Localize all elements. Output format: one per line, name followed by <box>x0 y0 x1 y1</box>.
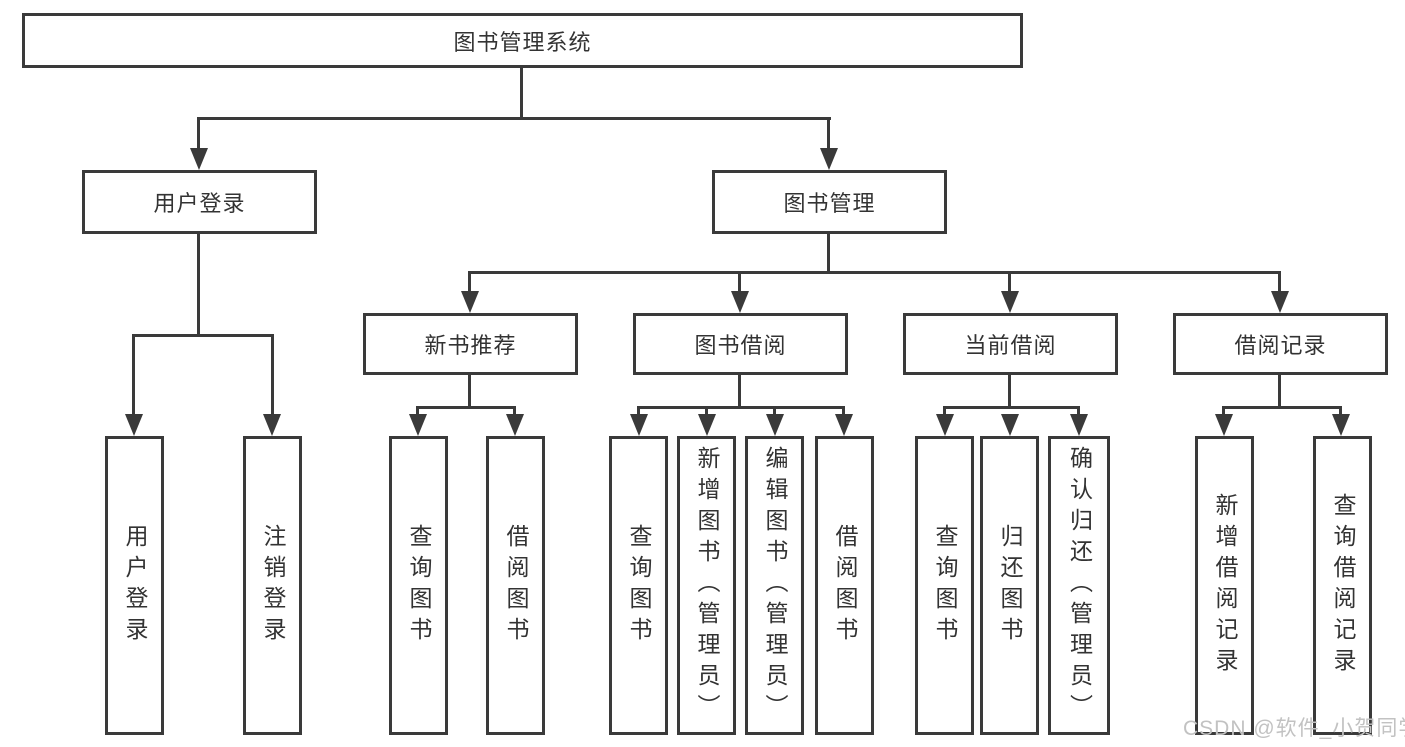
leaf-add-books-admin: 新增图书（管理员） <box>677 436 736 735</box>
connector-stem <box>1008 375 1011 409</box>
arrow-down-icon <box>630 414 648 436</box>
node-new-book-recommendation: 新书推荐 <box>363 313 578 375</box>
node-label: 当前借阅 <box>964 333 1057 358</box>
node-label: 用户登录 <box>153 191 246 216</box>
leaf-return-books: 归还图书 <box>980 436 1039 735</box>
leaf-label: 查询图书 <box>626 523 652 648</box>
leaf-label: 新增借阅记录 <box>1212 492 1238 679</box>
arrow-down-icon <box>1070 414 1088 436</box>
connector-stem <box>1278 375 1281 409</box>
arrow-down-icon <box>1215 414 1233 436</box>
arrow-down-icon <box>125 414 143 436</box>
leaf-add-borrow-record: 新增借阅记录 <box>1195 436 1254 735</box>
connector-root-stem <box>520 68 523 118</box>
leaf-borrow-books-1: 借阅图书 <box>486 436 545 735</box>
connector-stem <box>1008 271 1011 293</box>
leaf-query-borrow-record: 查询借阅记录 <box>1313 436 1372 735</box>
connector-stem <box>271 334 274 414</box>
arrow-down-icon <box>731 291 749 313</box>
node-label: 图书借阅 <box>694 333 787 358</box>
leaf-label: 查询图书 <box>406 523 432 648</box>
connector-stem <box>197 117 200 151</box>
node-book-management: 图书管理 <box>712 170 947 234</box>
leaf-confirm-return-admin: 确认归还（管理员） <box>1048 436 1110 735</box>
arrow-down-icon <box>936 414 954 436</box>
node-book-borrowing: 图书借阅 <box>633 313 848 375</box>
arrow-down-icon <box>263 414 281 436</box>
connector-stem <box>1278 271 1281 293</box>
connector-user-login-stem <box>197 234 200 336</box>
arrow-down-icon <box>698 414 716 436</box>
connector-level3-rail <box>468 271 1281 274</box>
arrow-down-icon <box>1001 414 1019 436</box>
connector-stem <box>468 271 471 293</box>
arrow-down-icon <box>190 148 208 170</box>
leaf-edit-books-admin: 编辑图书（管理员） <box>745 436 804 735</box>
connector-stem <box>738 271 741 293</box>
leaf-logout: 注销登录 <box>243 436 302 735</box>
connector-stem <box>1077 406 1080 416</box>
connector-stem <box>468 375 471 409</box>
leaf-label: 确认归还（管理员） <box>1066 446 1093 725</box>
connector-rail <box>637 406 845 409</box>
node-borrowing-records: 借阅记录 <box>1173 313 1388 375</box>
connector-rail <box>1222 406 1342 409</box>
connector-stem <box>705 406 708 416</box>
node-current-borrowing: 当前借阅 <box>903 313 1118 375</box>
connector-stem <box>827 117 830 151</box>
leaf-borrow-books-2: 借阅图书 <box>815 436 874 735</box>
node-label: 新书推荐 <box>424 333 517 358</box>
connector-stem <box>1339 406 1342 416</box>
leaf-query-books-3: 查询图书 <box>915 436 974 735</box>
node-label: 图书管理系统 <box>453 29 592 55</box>
leaf-query-books-2: 查询图书 <box>609 436 668 735</box>
connector-level2-rail <box>197 117 831 120</box>
connector-stem <box>132 334 135 414</box>
arrow-down-icon <box>506 414 524 436</box>
arrow-down-icon <box>409 414 427 436</box>
arrow-down-icon <box>1271 291 1289 313</box>
arrow-down-icon <box>820 148 838 170</box>
leaf-label: 用户登录 <box>122 523 148 648</box>
arrow-down-icon <box>766 414 784 436</box>
connector-stem <box>513 406 516 416</box>
connector-rail <box>416 406 516 409</box>
leaf-label: 注销登录 <box>260 523 286 648</box>
connector-rail <box>943 406 1080 409</box>
connector-user-login-rail <box>132 334 274 337</box>
leaf-label: 查询图书 <box>932 523 958 648</box>
leaf-label: 归还图书 <box>997 523 1023 648</box>
csdn-watermark: CSDN @软件_小贺同学 <box>1183 717 1405 740</box>
leaf-label: 编辑图书（管理员） <box>762 446 788 725</box>
connector-book-mgmt-stem <box>827 234 830 273</box>
leaf-label: 查询借阅记录 <box>1330 492 1356 679</box>
arrow-down-icon <box>461 291 479 313</box>
arrow-down-icon <box>1332 414 1350 436</box>
connector-stem <box>738 375 741 409</box>
leaf-label: 借阅图书 <box>503 523 529 648</box>
node-user-login: 用户登录 <box>82 170 317 234</box>
connector-stem <box>773 406 776 416</box>
connector-stem <box>842 406 845 416</box>
arrow-down-icon <box>1001 291 1019 313</box>
arrow-down-icon <box>835 414 853 436</box>
leaf-label: 借阅图书 <box>832 523 858 648</box>
connector-stem <box>1222 406 1225 416</box>
connector-stem <box>637 406 640 416</box>
node-label: 图书管理 <box>783 191 876 216</box>
connector-stem <box>416 406 419 416</box>
leaf-query-books-1: 查询图书 <box>389 436 448 735</box>
node-library-management-system: 图书管理系统 <box>22 13 1023 68</box>
leaf-user-login: 用户登录 <box>105 436 164 735</box>
leaf-label: 新增图书（管理员） <box>694 446 720 725</box>
node-label: 借阅记录 <box>1234 333 1327 358</box>
connector-stem <box>943 406 946 416</box>
